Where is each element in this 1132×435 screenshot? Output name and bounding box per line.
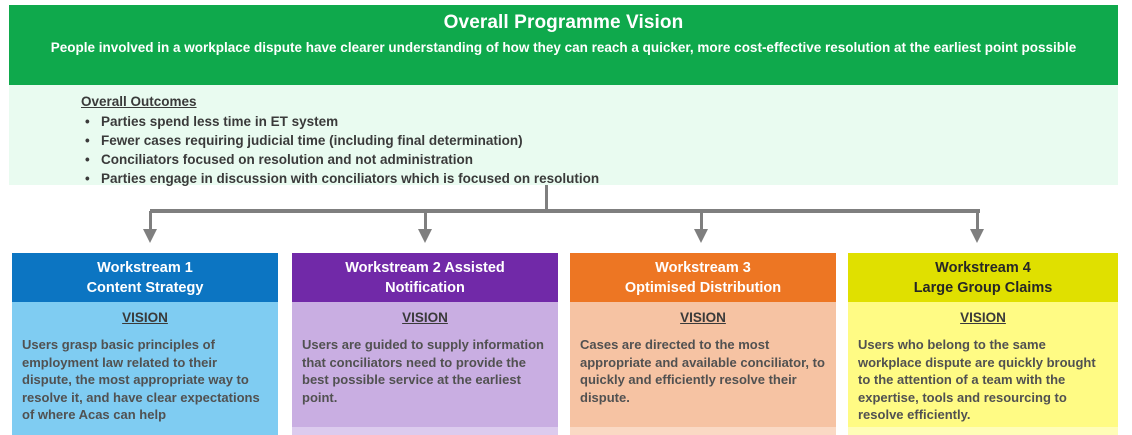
outcome-text: Parties spend less time in ET system bbox=[101, 114, 339, 129]
outcome-list-item: • Parties spend less time in ET system bbox=[81, 112, 1118, 131]
outcome-text: Parties engage in discussion with concil… bbox=[101, 171, 600, 186]
workstream-card-header: Workstream 1 Content Strategy bbox=[12, 253, 278, 302]
workstream-card-4[interactable]: Workstream 4 Large Group Claims VISION U… bbox=[848, 253, 1118, 435]
vision-label: VISION bbox=[122, 310, 168, 325]
bullet-icon: • bbox=[85, 171, 90, 186]
connector-drop bbox=[424, 211, 427, 231]
vision-text: Users are guided to supply information t… bbox=[302, 337, 544, 405]
workstream-title-line1: Workstream 3 bbox=[655, 260, 751, 276]
arrow-down-icon bbox=[418, 229, 432, 243]
outcome-list-item: • Conciliators focused on resolution and… bbox=[81, 150, 1118, 169]
vision-text: Cases are directed to the most appropria… bbox=[580, 337, 825, 405]
card-bottom-strip bbox=[292, 427, 558, 435]
workstream-title-line1: Workstream 4 bbox=[935, 260, 1031, 276]
workstream-card-body: VISION Cases are directed to the most ap… bbox=[570, 302, 836, 435]
connector-drop bbox=[700, 211, 703, 231]
workstream-title-line2: Large Group Claims bbox=[913, 280, 1053, 296]
card-bottom-strip bbox=[848, 427, 1118, 435]
workstream-card-3[interactable]: Workstream 3 Optimised Distribution VISI… bbox=[570, 253, 836, 435]
arrow-down-icon bbox=[143, 229, 157, 243]
workstream-card-header: Workstream 4 Large Group Claims bbox=[848, 253, 1118, 302]
overall-programme-vision-banner: Overall Programme Vision People involved… bbox=[9, 5, 1118, 85]
workstream-title-line2: Notification bbox=[385, 280, 465, 296]
workstream-card-header: Workstream 2 Assisted Notification bbox=[292, 253, 558, 302]
arrow-down-icon bbox=[694, 229, 708, 243]
arrow-down-icon bbox=[970, 229, 984, 243]
workstream-card-body: VISION Users who belong to the same work… bbox=[848, 302, 1118, 435]
connector-arrows bbox=[143, 185, 984, 243]
page-title: Overall Programme Vision bbox=[443, 12, 684, 33]
workstream-title-line1: Workstream 2 Assisted bbox=[345, 260, 505, 276]
outcome-text: Fewer cases requiring judicial time (inc… bbox=[101, 133, 523, 148]
outcomes-heading: Overall Outcomes bbox=[81, 94, 197, 109]
vision-label: VISION bbox=[960, 310, 1006, 325]
connector-bar bbox=[150, 209, 980, 213]
vision-text: Users who belong to the same workplace d… bbox=[858, 337, 1096, 422]
workstream-title-line1: Workstream 1 bbox=[97, 260, 193, 276]
outcome-list-item: • Parties engage in discussion with conc… bbox=[81, 169, 1118, 188]
outcome-list-item: • Fewer cases requiring judicial time (i… bbox=[81, 131, 1118, 150]
vision-statement: People involved in a workplace dispute h… bbox=[50, 40, 1077, 55]
bullet-icon: • bbox=[85, 152, 90, 167]
vision-text: Users grasp basic principles of employme… bbox=[22, 337, 260, 422]
workstream-card-header: Workstream 3 Optimised Distribution bbox=[570, 253, 836, 302]
workstream-card-body: VISION Users grasp basic principles of e… bbox=[12, 302, 278, 435]
bullet-icon: • bbox=[85, 114, 90, 129]
workstream-title-line2: Optimised Distribution bbox=[624, 280, 782, 296]
vision-label: VISION bbox=[680, 310, 726, 325]
connector-stem bbox=[545, 185, 548, 211]
workstream-card-2[interactable]: Workstream 2 Assisted Notification VISIO… bbox=[292, 253, 558, 435]
outcome-text: Conciliators focused on resolution and n… bbox=[101, 152, 474, 167]
card-bottom-strip bbox=[12, 427, 278, 435]
connector-drop bbox=[976, 211, 979, 231]
connector-drop bbox=[149, 211, 152, 231]
vision-label: VISION bbox=[402, 310, 448, 325]
bullet-icon: • bbox=[85, 133, 90, 148]
card-bottom-strip bbox=[570, 427, 836, 435]
workstream-card-1[interactable]: Workstream 1 Content Strategy VISION Use… bbox=[12, 253, 278, 435]
workstream-card-body: VISION Users are guided to supply inform… bbox=[292, 302, 558, 435]
overall-outcomes-panel: Overall Outcomes • Parties spend less ti… bbox=[9, 85, 1118, 188]
workstream-title-line2: Content Strategy bbox=[86, 280, 204, 296]
